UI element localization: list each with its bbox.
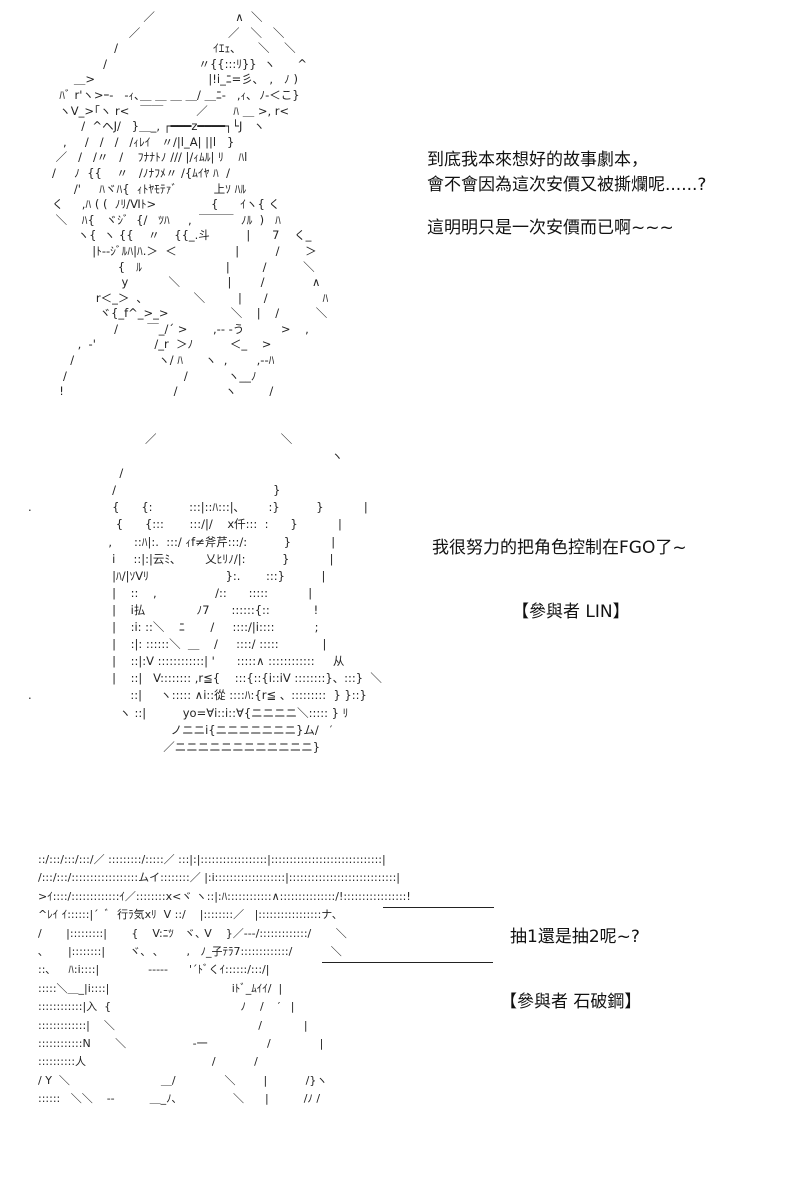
- ascii-art-line: ､ |::::::::| ヾ､ ､ , ﾉ_子ﾃﾗ7:::::::::::::/…: [38, 945, 342, 959]
- ascii-art-line: >ｲ::::/:::::::::::::ｲ／::::::::x<ヾ ヽ::|:ﾊ…: [38, 889, 411, 903]
- ascii-art-line: /' ﾊヾﾊ{ ｨﾄﾔﾓﾃｧﾞ 上ｿ ﾊﾙ: [52, 181, 247, 196]
- ascii-art-panel-2: ／ ＼ ヽ / /: [28, 431, 418, 761]
- ascii-art-line: r＜_＞ ､ ＼ | / ﾊ: [52, 290, 329, 305]
- ascii-art-line: ヽ: [28, 449, 343, 464]
- ascii-art-line: く ,ﾊ ( ( ﾉﾘ/Ⅵﾄ> { ｲヽ{ く: [52, 197, 280, 212]
- ascii-art-line: / ｲｴｪ､ ＼ ＼: [52, 41, 296, 56]
- ascii-art-line: ::､ ﾊ:i::::| ‐‐‐‐‐ '´ﾄﾞくｲ::::::/:::/|: [38, 963, 270, 977]
- panel-3-participant-label: 【參與者 石破鋼】: [500, 992, 642, 1012]
- ascii-art-line: { ﾙ | / ＼: [52, 259, 315, 274]
- ascii-art-line: | :i: ::＼ ﾆ / ::::/|i:::: ;: [28, 620, 319, 635]
- ascii-art-line: ヾ{_f^_>_> ＼ | / ＼: [52, 306, 328, 321]
- ascii-art-line: { {::: :::/|/ x仟::: : } |: [28, 517, 342, 532]
- ascii-art-line: i ::|:|云ﾐ､ 乂ﾋﾘﾉ/|: } |: [28, 551, 334, 566]
- ascii-art-line: ::::::::::人 / /: [38, 1055, 258, 1069]
- panel-2-caption-1: 我很努力的把角色控制在FGO了~: [432, 538, 687, 558]
- panel-1-caption-1: 到底我本來想好的故事劇本，: [427, 150, 648, 170]
- ascii-art-line: , ::ﾊ|:. :::/ ｨf≠斧芹:::/: } |: [28, 534, 336, 549]
- ascii-art-line: :::::: ＼＼ ‐- ＿_ﾉ､ ＼ | /ﾉ /: [38, 1092, 321, 1106]
- ascii-art-line: / ￣_/´ > ,‐‐ -う > ,: [52, 321, 309, 336]
- ascii-art-line: | :|: ::::::＼ ＿ / ::::/ ::::: |: [28, 637, 327, 652]
- art-horizontal-stroke: [383, 907, 494, 908]
- ascii-art-line: | ::| V:::::::: ,r≦{ :::{::{i::iV ::::::…: [28, 671, 382, 686]
- panel-1-caption-3: 這明明只是一次安價而已啊~~~: [427, 218, 674, 238]
- ascii-art-line: , ‐' /_r ＞ﾉ ＜_ >: [52, 337, 272, 352]
- panel-2-participant-label: 【參與者 LIN】: [512, 602, 630, 622]
- panel-3-caption-1: 抽1還是抽2呢~?: [510, 927, 640, 947]
- ascii-art-line: ノニニi{ニニニニニニニ}ム/ ′: [28, 722, 333, 737]
- panel-1-caption-2: 會不會因為這次安價又被撕爛呢......?: [427, 175, 707, 195]
- ascii-art-line: ヽ{ ヽ {{ 〃 {{_.斗 | 7 く_: [52, 228, 312, 243]
- ascii-art-line: ／ ＼: [28, 432, 293, 446]
- ascii-art-line: / Y ＼ ＿/ ＼ | /}ヽ: [38, 1073, 328, 1087]
- ascii-art-line: ::::::::::::|入 { ﾉ / ′ |: [38, 1000, 295, 1014]
- ascii-art-line: :::::＼＿_|i::::| iﾄﾞ_ﾑｲｲ/ |: [38, 981, 283, 995]
- ascii-art-line: / |:::::::::| { V:ﾆﾂ ヾ､ V }／‐‐‐/::::::::…: [38, 926, 347, 940]
- ascii-art-line: ＿> |!i_ﾆ=彡､ , ﾉ ): [52, 72, 298, 87]
- ascii-art-line: | i払 ﾉ7 ::::::{:: !: [28, 602, 319, 617]
- ascii-art-line: /: [28, 466, 124, 481]
- ascii-art-line: ヽ ::| yo=∀i::i::∀{ニニニニ＼::::: } ﾘ: [28, 705, 349, 720]
- ascii-art-line: ::/:::/:::/:::/／ :::::::::/:::::／ :::|:|…: [38, 853, 386, 866]
- ascii-art-line: | ::|:V ::::::::::::| ' :::::∧ :::::::::…: [28, 654, 345, 669]
- ascii-art-line: ／ ∧ ＼: [52, 10, 263, 24]
- ascii-art-line: ／ / /〃 / ﾌﾅﾅﾄﾉ /// |/ｨﾑﾙ| ﾘ ﾊl: [52, 150, 248, 165]
- ascii-art-line: :::::::::::::| ＼ / |: [38, 1018, 308, 1032]
- ascii-art-line: | :: , /:: ::::: |: [28, 585, 313, 600]
- ascii-art-panel-1: ／ ∧ ＼ ／ ／ ＼ ＼ / ｲｴｪ､ ＼ ＼ / 〃{{:::ﾘ}} ヽ: [52, 10, 417, 402]
- ascii-art-line: . { {: :::|::ﾊ:::|､ :} } |: [28, 500, 368, 515]
- art-horizontal-stroke: [322, 962, 493, 963]
- ascii-art-line: /:::/:::/::::::::::::::::::ムイ::::::::／ |…: [38, 871, 400, 885]
- ascii-art-line: ! / ヽ /: [52, 384, 274, 399]
- ascii-art-line: |ﾄ--ｼﾞﾙﾊ|ﾊ.＞ ＜ | / ＞: [52, 243, 317, 258]
- ascii-art-line: ^ﾚｲ ｲ::::::|´ ﾞ 行ﾗ気xﾘ V ::/ |::::::::／ |…: [38, 908, 343, 922]
- ascii-art-line: , / / / /ｨﾚｲ 〃/|l_A| ||l }: [52, 134, 235, 149]
- ascii-art-line: y ＼ | / ∧: [52, 275, 321, 290]
- ascii-art-line: ::::::::::::N ＼ -一 / |: [38, 1037, 324, 1051]
- ascii-art-line: ﾊﾞ r'ヽ>ｰ- -ｨ､＿ ＿ ＿ ＿/ ＿ﾆ- ,ｨ､ ﾉ-＜こ}: [52, 87, 300, 102]
- ascii-art-line: / ﾉ {{ 〃 /ﾉﾅﾌﾒ〃 /{ﾑｲﾔ ﾊ /: [52, 165, 230, 180]
- ascii-art-line: ／ニニニニニニニニニニニニ}: [28, 739, 321, 754]
- ascii-art-panel-3: ::/:::/:::/:::/／ :::::::::/:::::／ :::|:|…: [38, 851, 493, 1113]
- ascii-art-line: / 〃{{:::ﾘ}} ヽ ^: [52, 56, 307, 71]
- ascii-art-line: / ヽ/ ﾊ ヽ , ,‐‐ﾊ: [52, 353, 275, 368]
- ascii-art-line: / }: [28, 483, 281, 498]
- ascii-art-line: / ^ヘJ/ }＿_, ┌━━━z━━━━┐└J ヽ: [52, 119, 265, 134]
- ascii-art-line: / / ヽ__ﾉ: [52, 368, 257, 383]
- ascii-art-line: ／ ／ ＼ ＼: [52, 25, 285, 40]
- ascii-art-line: . ::| ヽ::::: ∧i::從 ::::ﾊ:{r≦ 、::::::::: …: [28, 688, 367, 703]
- ascii-art-line: ＼ ﾊ{ ヾｼﾞ {/ ﾂﾊ , ￣￣￣ ﾉﾙ ) ﾊ: [52, 212, 281, 227]
- ascii-art-line: ヽV_>｢ヽ r< ￣￣ ／ ﾊ ＿ >, r<: [52, 103, 290, 118]
- ascii-art-line: |ﾊ/|ｿVﾘ }:. :::} |: [28, 568, 326, 583]
